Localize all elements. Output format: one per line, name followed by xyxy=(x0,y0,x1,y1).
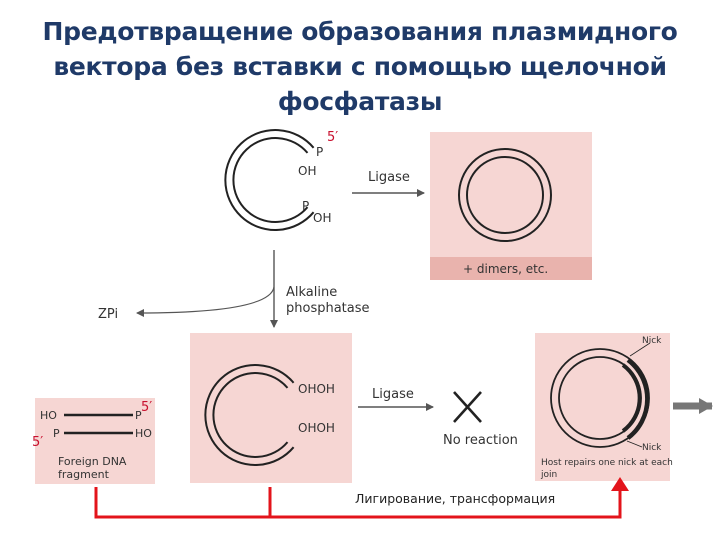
ohoh-label-top: OHOH xyxy=(298,382,335,396)
foreign-dna-panel: HO P P HO Foreign DNA fragment xyxy=(35,398,155,484)
title-line-3: фосфатазы xyxy=(277,87,443,116)
nick-label-top: Nick xyxy=(642,336,662,346)
phosphatase-label: phosphatase xyxy=(286,301,370,316)
slide-title: Предотвращение образования плазмидного в… xyxy=(40,14,680,119)
no-reaction-label: No reaction xyxy=(443,433,518,448)
no-reaction-cross-icon xyxy=(453,391,482,423)
dimers-label: + dimers, etc. xyxy=(463,262,548,276)
recombinant-plasmid-panel: Nick Nick Host repairs one nick at each … xyxy=(535,333,673,481)
host-repair-caption: Host repairs one nick at each xyxy=(541,458,673,468)
dephosphorylated-vector-panel: OHOH OHOH xyxy=(190,333,352,483)
five-prime-label-top: 5′ xyxy=(327,130,338,145)
zpi-label: ZPi xyxy=(98,307,118,322)
phosphate-label-top: P xyxy=(316,145,323,159)
insert-ho-bottom: HO xyxy=(135,427,152,440)
ohoh-label-bottom: OHOH xyxy=(298,421,335,435)
nick-label-bottom: Nick xyxy=(642,443,662,453)
fragment-caption: fragment xyxy=(58,468,110,481)
insert-p-bottom: P xyxy=(53,427,60,440)
hydroxyl-label-top: OH xyxy=(298,164,316,178)
ligation-transformation-caption: Лигирование, трансформация xyxy=(355,491,555,506)
phosphate-label-bottom: P xyxy=(302,199,309,213)
top-open-plasmid: 5′ P OH P OH xyxy=(224,129,338,231)
five-prime-label-insert-top: 5′ xyxy=(141,400,152,415)
insert-ho-top: HO xyxy=(40,409,57,422)
title-line-1: Предотвращение образования плазмидного xyxy=(42,17,678,46)
red-ligation-connector xyxy=(94,477,629,519)
five-prime-label-insert-bottom: 5′ xyxy=(32,435,43,450)
ligase-label-top: Ligase xyxy=(368,170,410,185)
foreign-dna-caption: Foreign DNA xyxy=(58,455,127,468)
host-repair-caption-2: join xyxy=(540,470,557,480)
hydroxyl-label-bottom: OH xyxy=(313,211,331,225)
ligase-label-middle: Ligase xyxy=(372,387,414,402)
title-line-2: вектора без вставки с помощью щелочной xyxy=(53,52,667,81)
zpi-release-arrow xyxy=(136,286,275,317)
ligated-vector-panel: + dimers, etc. xyxy=(430,132,592,280)
insert-p-top: P xyxy=(135,409,142,422)
alkaline-label: Alkaline xyxy=(286,285,337,300)
